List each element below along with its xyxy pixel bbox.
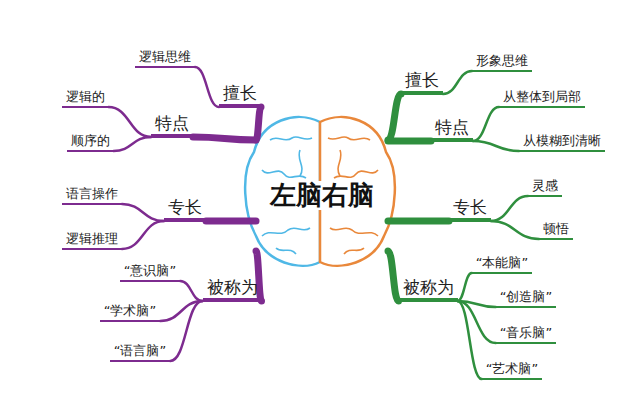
branch-topic: 擅长 — [219, 83, 261, 108]
leaf-topic: “艺术脑” — [482, 358, 542, 380]
branch-line — [109, 107, 152, 137]
branch-line — [458, 273, 472, 301]
leaf-topic: 语言操作 — [62, 183, 122, 205]
branch-topic: 特点 — [151, 113, 193, 138]
branch-line — [443, 71, 472, 94]
branch-line — [193, 137, 256, 140]
topic-text: 灵感 — [532, 178, 558, 194]
topic-text: 擅长 — [405, 70, 439, 90]
branch-line — [180, 281, 202, 301]
central-topic: 左脑右脑 — [248, 118, 396, 273]
topic-text: “本能脑” — [476, 255, 528, 271]
branch-line — [122, 221, 164, 249]
leaf-topic: “学术脑” — [100, 300, 160, 322]
topic-text: 左脑右脑 — [267, 181, 377, 210]
branch-topic: 特点 — [431, 117, 473, 142]
topic-text: 被称为 — [403, 277, 454, 297]
branch-line — [256, 107, 261, 140]
branch-line — [473, 107, 499, 141]
branch-line — [388, 251, 399, 301]
leaf-topic: 从模糊到清晰 — [519, 130, 605, 152]
topic-text: 从整体到局部 — [503, 89, 581, 105]
topic-text: 逻辑的 — [66, 89, 105, 105]
branch-line — [388, 138, 431, 145]
leaf-topic: “语言脑” — [110, 340, 170, 362]
branch-topic: 擅长 — [401, 70, 443, 95]
branch-line — [170, 301, 202, 361]
leaf-topic: “创造脑” — [496, 286, 556, 308]
branch-line — [388, 94, 401, 140]
topic-text: “学术脑” — [104, 303, 156, 319]
branch-line — [206, 218, 256, 225]
branch-line — [388, 218, 449, 225]
branch-topic: 专长 — [164, 197, 206, 222]
topic-text: 逻辑推理 — [66, 231, 118, 247]
leaf-topic: 顿悟 — [539, 218, 573, 240]
leaf-topic: “本能脑” — [472, 252, 532, 274]
branch-topic: 被称为 — [203, 277, 262, 302]
topic-text: 专长 — [453, 197, 487, 217]
branch-line — [458, 301, 482, 379]
topic-text: “语言脑” — [114, 343, 166, 359]
topic-text: 擅长 — [223, 83, 257, 103]
branch-line — [114, 137, 152, 151]
leaf-topic: 形象思维 — [472, 50, 532, 72]
leaf-topic: 灵感 — [528, 175, 562, 197]
topic-text: 语言操作 — [66, 186, 118, 202]
leaf-topic: 逻辑推理 — [62, 228, 122, 250]
topic-text: 被称为 — [207, 277, 258, 297]
leaf-topic: 从整体到局部 — [499, 86, 585, 108]
branch-line — [122, 204, 164, 221]
branch-line — [491, 221, 539, 239]
topic-text: “意识脑” — [124, 263, 176, 279]
branch-topic: 专长 — [449, 197, 491, 222]
topic-text: 特点 — [435, 117, 469, 137]
topic-text: 形象思维 — [476, 53, 528, 69]
leaf-topic: “意识脑” — [120, 260, 180, 282]
branch-line — [473, 141, 519, 151]
leaf-topic: “音乐脑” — [496, 322, 556, 344]
topic-text: 特点 — [155, 113, 189, 133]
leaf-topic: 逻辑思维 — [135, 46, 195, 68]
topic-text: 从模糊到清晰 — [523, 133, 601, 149]
leaf-topic: 逻辑的 — [62, 86, 109, 108]
topic-text: “音乐脑” — [500, 325, 552, 341]
topic-text: 顿悟 — [543, 221, 569, 237]
branch-line — [195, 67, 219, 107]
branch-line — [491, 196, 528, 221]
topic-text: 顺序的 — [71, 133, 110, 149]
branch-topic: 被称为 — [399, 277, 458, 302]
topic-text: “艺术脑” — [486, 361, 538, 377]
leaf-topic: 顺序的 — [67, 130, 114, 152]
topic-text: 逻辑思维 — [139, 49, 191, 65]
topic-text: 专长 — [168, 197, 202, 217]
topic-text: “创造脑” — [500, 289, 552, 305]
